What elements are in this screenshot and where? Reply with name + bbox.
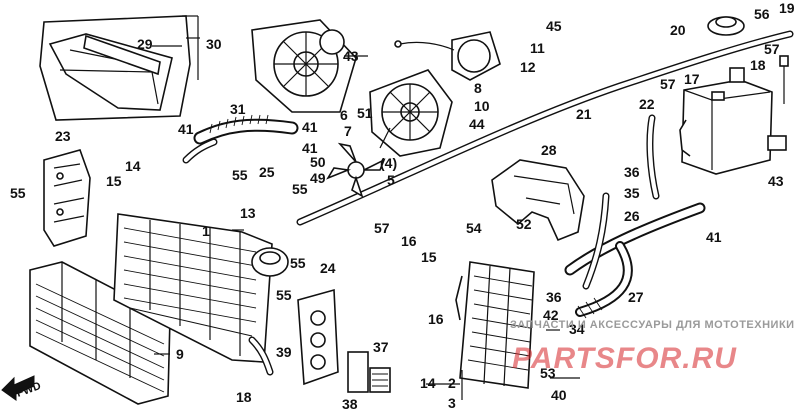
callout-25: 23 [55, 128, 71, 144]
callout-30: 28 [541, 142, 557, 158]
callout-31: 29 [137, 36, 153, 52]
callout-43-a: 43 [343, 48, 359, 64]
callout-55-a: 55 [290, 255, 306, 271]
callout-2: 2 [448, 375, 456, 391]
callout-36-b: 36 [546, 289, 562, 305]
callout-41-a: 41 [178, 121, 194, 137]
radiator-main-1 [113, 213, 289, 363]
callout-35: 35 [624, 185, 640, 201]
callout-50: 54 [466, 220, 482, 236]
radiator-grille-9 [29, 261, 171, 405]
callout-14: 14 [420, 375, 436, 391]
callout-11: 11 [530, 40, 545, 56]
callout-41-d: 41 [706, 229, 722, 245]
callout-1: 1 [202, 223, 210, 239]
callout-13: 13 [240, 205, 256, 221]
callout-55-d: 57 [660, 76, 676, 92]
hose-28 [582, 192, 610, 290]
callout-56: 57 [374, 220, 390, 236]
callout-32: 30 [206, 36, 222, 52]
callout-34: 34 [569, 321, 585, 337]
callout-8: 8 [474, 80, 482, 96]
callout-37: 37 [373, 339, 389, 355]
callout-47: 51 [357, 105, 373, 121]
leader-lines [154, 15, 580, 400]
callout-43-b: 44 [469, 116, 485, 132]
callout-49: 53 [540, 365, 556, 381]
bracket-30 [491, 159, 585, 242]
callout-51: 55 [10, 185, 26, 201]
callout-55-b: 56 [754, 6, 770, 22]
callout-36-a: 36 [624, 164, 640, 180]
pump-cover-26 [297, 288, 339, 386]
callout-17-a: 15 [106, 173, 122, 189]
callout-54: 55 [276, 287, 292, 303]
callout-53: 55 [292, 181, 308, 197]
fan-blade-6 [326, 142, 386, 198]
callout-29: 27 [628, 289, 644, 305]
callout-33: 31 [230, 101, 246, 117]
callout-15-b: 15 [421, 249, 437, 265]
fan-shroud-lower [369, 69, 453, 157]
callout-26: 24 [320, 260, 336, 276]
callout-39: 39 [276, 344, 292, 360]
callout-16: 16 [428, 311, 444, 327]
callout-40: 40 [551, 387, 567, 403]
fan-shroud-upper [251, 19, 368, 113]
callout-38: 38 [342, 396, 358, 412]
callouts: 29 30 31 41 25 23 14 15 55 55 13 1 55 55… [10, 0, 795, 412]
callout-15-a: 14 [125, 158, 141, 174]
callout-45: 49 [310, 170, 326, 186]
callout-4: (4) [380, 155, 397, 171]
callout-5: 5 [387, 172, 395, 188]
callout-48: 52 [516, 216, 532, 232]
callout-44: 45 [546, 18, 562, 34]
callout-21: 19 [779, 0, 795, 16]
callout-10: 10 [474, 98, 490, 114]
callout-19: 17 [684, 71, 700, 87]
bolt-20 [779, 55, 789, 104]
callout-28: 26 [624, 208, 640, 224]
watermark-brand: PARTSFOR.RU [512, 342, 737, 375]
callout-20: 18 [750, 57, 766, 73]
callout-46: 50 [310, 154, 326, 170]
callout-6: 6 [340, 107, 348, 123]
upper-hose-33 [182, 114, 299, 164]
callout-24: 22 [639, 96, 655, 112]
radiator-cap-22 [707, 16, 745, 36]
callout-7: 7 [344, 123, 352, 139]
fan-motor-8 [394, 31, 501, 81]
bracket-37-38 [347, 351, 391, 393]
reservoir-tank-19 [679, 67, 773, 175]
radiator-secondary-14 [455, 261, 535, 389]
label-42 [767, 135, 787, 151]
radiator-cover-assembly [39, 15, 191, 121]
hose-29 [564, 202, 706, 319]
lower-pipe-39 [248, 336, 274, 376]
callout-9: 9 [176, 346, 184, 362]
callout-52: 55 [232, 167, 248, 183]
fwd-arrow-icon [1, 375, 35, 401]
callout-12: 12 [520, 59, 536, 75]
watermark-tagline: ЗАПЧАСТИ И АКСЕССУАРЫ ДЛЯ МОТОТЕХНИКИ [510, 319, 795, 331]
callout-55-c: 57 [764, 41, 780, 57]
callout-41-b: 41 [302, 119, 318, 135]
callout-23: 21 [576, 106, 592, 122]
callout-22: 20 [670, 22, 686, 38]
callout-41-c: 41 [302, 140, 318, 156]
callout-41-e: 42 [543, 307, 559, 323]
callout-17-b: 16 [401, 233, 417, 249]
callout-42: 43 [768, 173, 784, 189]
callout-3: 3 [448, 395, 456, 411]
hoses-23-27 [296, 30, 794, 226]
side-cover-25 [43, 149, 91, 247]
callout-18: 18 [236, 389, 252, 405]
callout-27: 25 [259, 164, 275, 180]
